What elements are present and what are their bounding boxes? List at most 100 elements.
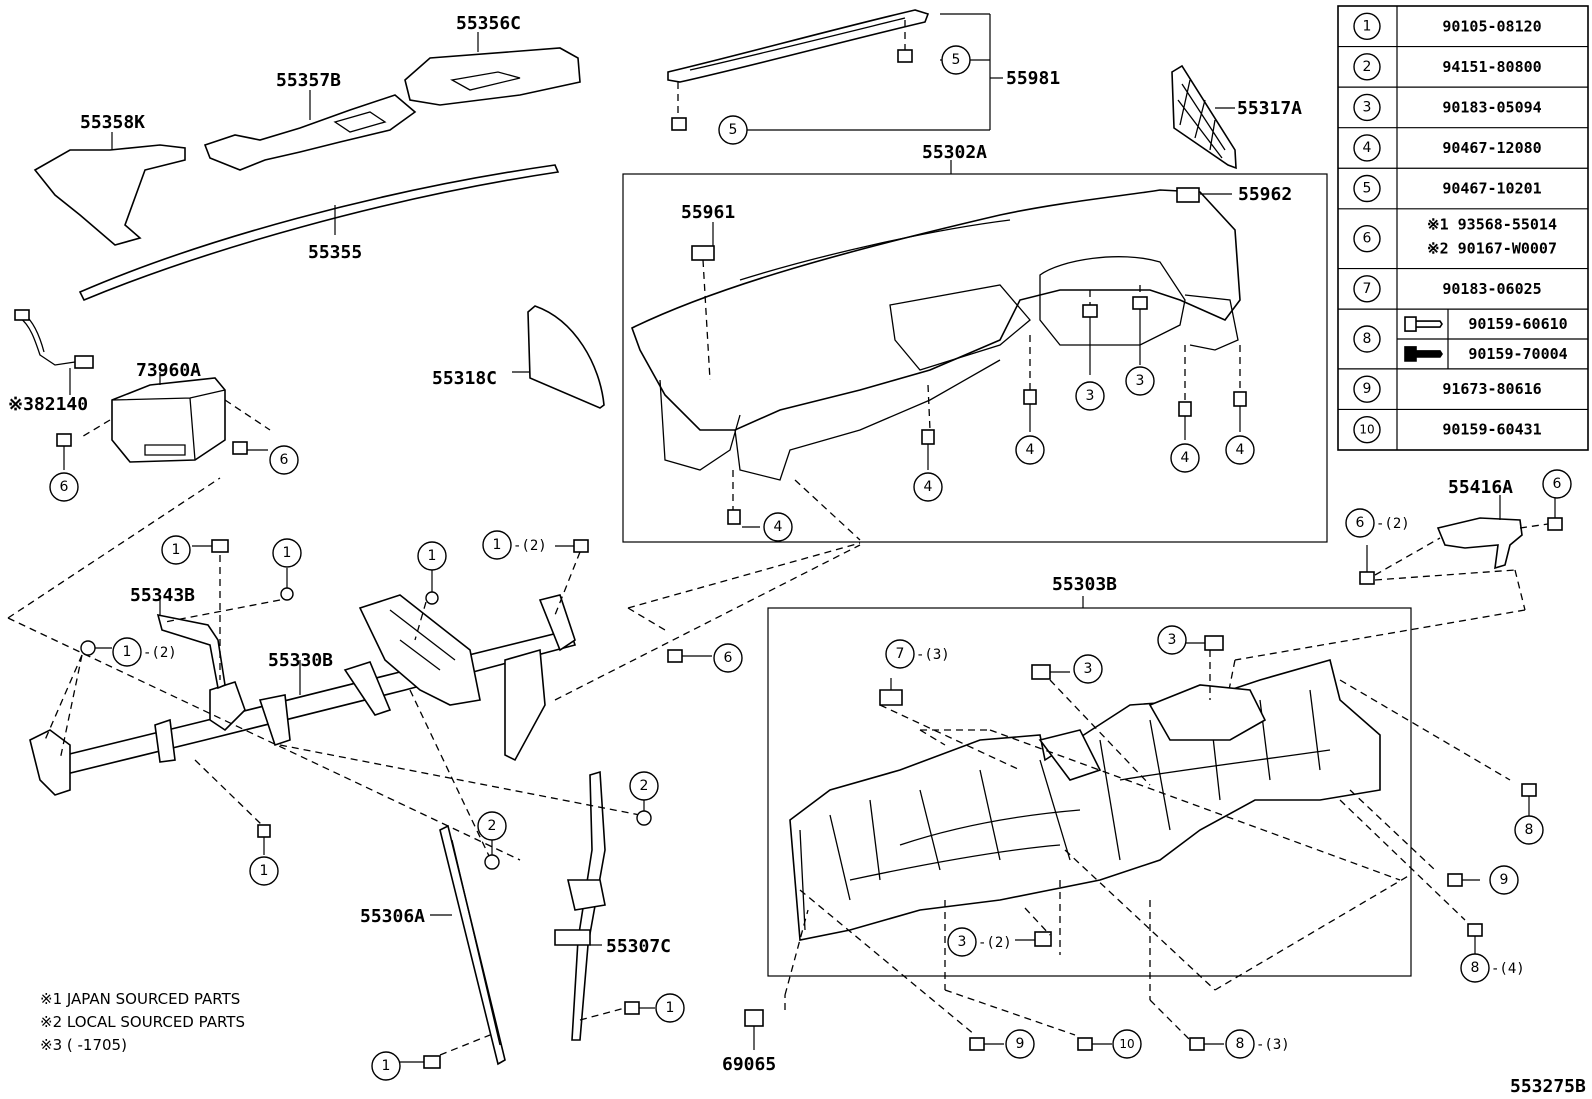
svg-text:4: 4	[1236, 442, 1245, 458]
svg-text:4: 4	[774, 519, 783, 535]
callout-1a: 1	[161, 535, 191, 565]
label-55416A: 55416A	[1448, 477, 1513, 498]
svg-text:1: 1	[666, 1000, 675, 1016]
svg-text:1: 1	[428, 548, 437, 564]
svg-text:5: 5	[952, 52, 961, 68]
right-fasteners	[744, 783, 1537, 1051]
label-55330B: 55330B	[268, 650, 333, 671]
footnotes: ※1 JAPAN SOURCED PARTS ※2 LOCAL SOURCED …	[40, 990, 245, 1054]
table-ref-circle	[1353, 12, 1381, 40]
svg-text:4: 4	[1181, 450, 1190, 466]
callout-3e: 3	[947, 927, 977, 957]
figure-id: 553275B	[1510, 1076, 1586, 1097]
callout-7: 7	[885, 639, 915, 669]
svg-text:4: 4	[1026, 442, 1035, 458]
label-55306A: 55306A	[360, 906, 425, 927]
table-part-number: ※2 90167-W0007	[1427, 240, 1557, 258]
qty-6d: -(2)	[1376, 516, 1410, 532]
part-73960A	[56, 372, 271, 470]
callout-4c: 4	[1015, 435, 1045, 465]
svg-text:2: 2	[488, 818, 497, 834]
label-69065: 69065	[722, 1054, 776, 1075]
table-ref-circle	[1353, 275, 1381, 303]
callout-2a: 2	[629, 771, 659, 801]
label-55302A: 55302A	[922, 142, 987, 163]
callout-1d: 1	[482, 530, 512, 560]
svg-text:1: 1	[283, 545, 292, 561]
table-part-number: 94151-80800	[1442, 58, 1541, 76]
label-55343B: 55343B	[130, 585, 195, 606]
svg-text:8: 8	[1471, 960, 1480, 976]
callout-5a: 5	[941, 45, 971, 75]
label-55307C: 55307C	[606, 936, 671, 957]
svg-text:6: 6	[60, 479, 69, 495]
svg-text:2: 2	[640, 778, 649, 794]
table-part-number: 90159-60431	[1442, 421, 1541, 439]
callout-8b: 8	[1460, 953, 1490, 983]
callout-2b: 2	[477, 811, 507, 841]
part-55416A	[1227, 495, 1563, 696]
beam-fasteners	[7, 477, 861, 1069]
part-82140	[14, 309, 94, 395]
table-ref-number: 6	[1363, 231, 1372, 247]
table-part-number: 91673-80616	[1442, 380, 1541, 398]
table-part-number: 90183-06025	[1442, 280, 1541, 298]
quantity-labels: -(2) -(2) -(2) -(3) -(2) -(4) -(3)	[143, 516, 1525, 1053]
table-part-number: ※1 93568-55014	[1427, 216, 1557, 234]
svg-text:6: 6	[280, 452, 289, 468]
bolt-icon	[1404, 346, 1443, 362]
svg-text:8: 8	[1236, 1036, 1245, 1052]
part-55306A	[430, 824, 506, 1066]
bolt-icon	[1404, 316, 1443, 332]
label-55961: 55961	[681, 202, 735, 223]
callout-1f: 1	[249, 856, 279, 886]
label-55355: 55355	[308, 242, 362, 263]
table-ref-circle	[1353, 134, 1381, 162]
svg-text:7: 7	[896, 646, 905, 662]
callout-1g: 1	[371, 1051, 401, 1081]
svg-text:9: 9	[1016, 1036, 1025, 1052]
table-part-number: 90183-05094	[1442, 98, 1541, 116]
callout-6a: 6	[49, 472, 79, 502]
part-55303B-group	[767, 596, 1511, 1041]
svg-text:3: 3	[1168, 632, 1177, 648]
callout-6e: 6	[1542, 469, 1572, 499]
svg-text:1: 1	[123, 644, 132, 660]
table-part-number: 90159-60610	[1468, 315, 1567, 333]
table-part-number: 90467-12080	[1442, 139, 1541, 157]
part-55330B	[29, 594, 577, 796]
callout-3a: 3	[1075, 381, 1105, 411]
qty-1d: -(2)	[513, 538, 547, 554]
note-date-range: ※3 ( -1705)	[40, 1036, 127, 1054]
callout-3c: 3	[1073, 654, 1103, 684]
label-55358K: 55358K	[80, 112, 145, 133]
callout-8c: 8	[1225, 1029, 1255, 1059]
callout-5b: 5	[718, 115, 748, 145]
label-55357B: 55357B	[276, 70, 341, 91]
callout-6b: 6	[269, 445, 299, 475]
label-55356C: 55356C	[456, 13, 521, 34]
part-55307C	[554, 770, 606, 1041]
callout-10: 10	[1112, 1029, 1142, 1059]
svg-text:1: 1	[382, 1058, 391, 1074]
svg-text:1: 1	[260, 863, 269, 879]
table-ref-number: 9	[1363, 381, 1372, 397]
label-73960A: 73960A	[136, 360, 201, 381]
table-ref-number: 1	[1363, 18, 1372, 34]
table-ref-circle	[1353, 93, 1381, 122]
part-55357B	[203, 90, 417, 171]
qty-7: -(3)	[916, 647, 950, 663]
part-labels: 55356C 55357B 55358K 55355 55981 55317A …	[8, 13, 1586, 1097]
svg-text:5: 5	[729, 122, 738, 138]
part-55343B	[156, 596, 226, 690]
part-55318C	[512, 305, 605, 409]
callout-6d: 6	[1345, 508, 1375, 538]
callout-4b: 4	[913, 472, 943, 502]
table-part-number: 90105-08120	[1442, 17, 1541, 35]
svg-text:3: 3	[1084, 661, 1093, 677]
part-55356C	[404, 32, 581, 106]
part-55302A-group	[622, 160, 1328, 543]
table-ref-number: 3	[1363, 99, 1372, 115]
